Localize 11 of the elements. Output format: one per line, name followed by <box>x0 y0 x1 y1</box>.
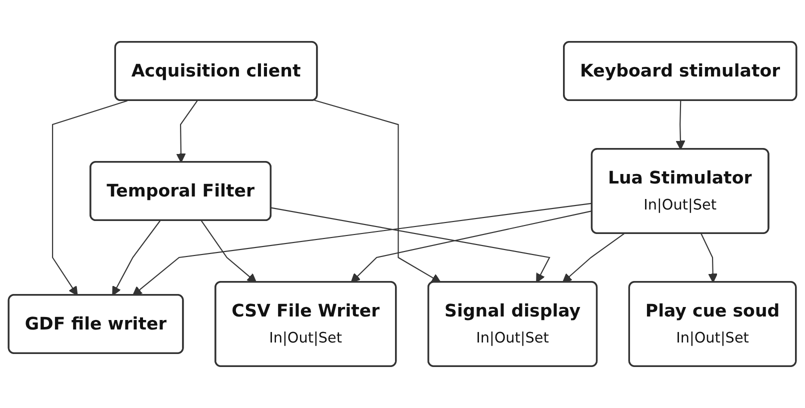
arrow <box>52 100 128 296</box>
arrow <box>176 100 198 163</box>
arrow <box>350 210 592 283</box>
arrow <box>562 233 624 283</box>
arrow <box>271 207 550 283</box>
arrow <box>700 234 718 283</box>
arrow <box>200 220 257 283</box>
arrow <box>676 100 686 150</box>
arrow <box>112 220 161 296</box>
arrow <box>314 100 442 283</box>
arrow <box>132 202 592 296</box>
